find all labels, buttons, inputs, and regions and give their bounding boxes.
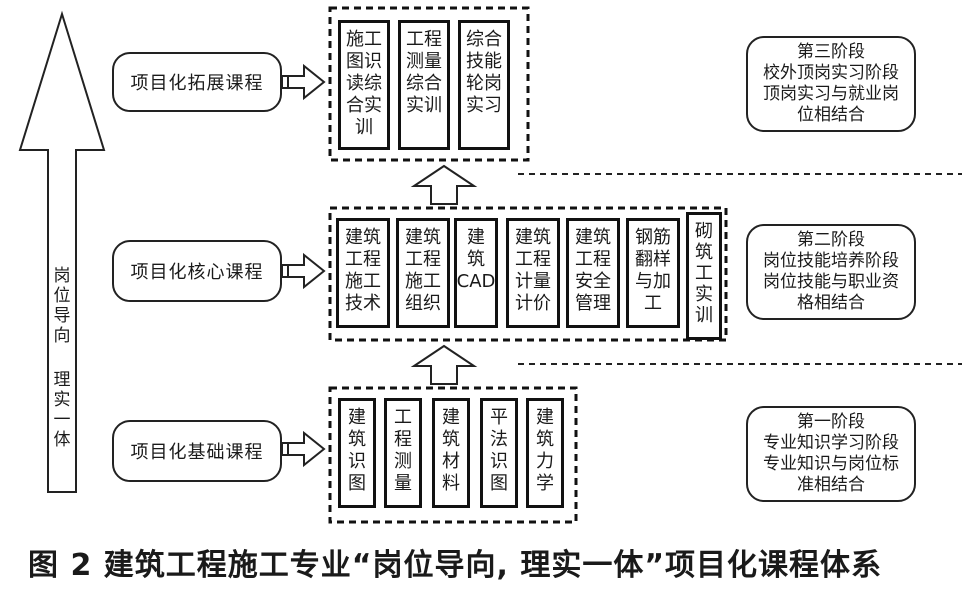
connector-arrow-expansion: [281, 63, 326, 101]
course-box-core: 项目化核心课程: [112, 240, 282, 302]
stage-box-first: 第一阶段 专业知识学习阶段 专业知识与岗位标 准相结合: [746, 406, 916, 502]
basic-item: 建 筑 材 料: [432, 398, 470, 508]
stage-box-second: 第二阶段 岗位技能培养阶段 岗位技能与职业资 格相结合: [746, 224, 916, 320]
basic-item: 建 筑 力 学: [526, 398, 564, 508]
connector-arrow-core: [281, 252, 326, 290]
core-item: 建筑 工程 施工 组织: [396, 218, 450, 328]
up-arrow-core-to-expansion: [410, 164, 478, 205]
basic-item: 建 筑 识 图: [338, 398, 376, 508]
expansion-item: 工程 测量 综合 实训: [398, 20, 450, 150]
course-box-expansion: 项目化拓展课程: [112, 52, 282, 112]
connector-arrow-basic: [281, 430, 326, 468]
course-box-basic: 项目化基础课程: [112, 420, 282, 482]
basic-item: 平 法 识 图: [480, 398, 518, 508]
expansion-group-frame: [328, 6, 530, 162]
arrow-text-theory-practice: 理 实 一 体: [53, 370, 71, 450]
figure-caption: 图 2 建筑工程施工专业“岗位导向, 理实一体”项目化课程体系: [28, 548, 883, 583]
core-item: 钢筋 翻样 与加 工: [626, 218, 680, 328]
big-up-arrow: [18, 10, 106, 493]
core-item: 建 筑 CAD: [454, 218, 498, 328]
expansion-item: 综合 技能 轮岗 实习: [458, 20, 510, 150]
core-item: 建筑 工程 计量 计价: [506, 218, 560, 328]
up-arrow-basic-to-core: [410, 344, 478, 385]
core-item: 建筑 工程 施工 技术: [336, 218, 390, 328]
basic-item: 工 程 测 量: [384, 398, 422, 508]
core-group-frame: [328, 206, 728, 342]
expansion-item: 施工 图识 读综 合实 训: [338, 20, 390, 150]
stage-box-third: 第三阶段 校外顶岗实习阶段 顶岗实习与就业岗 位相结合: [746, 36, 916, 132]
core-item: 砌 筑 工 实 训: [686, 212, 722, 340]
arrow-text-job-oriented: 岗 位 导 向: [53, 266, 71, 346]
basic-group-frame: [328, 386, 578, 524]
core-item: 建筑 工程 安全 管理: [566, 218, 620, 328]
